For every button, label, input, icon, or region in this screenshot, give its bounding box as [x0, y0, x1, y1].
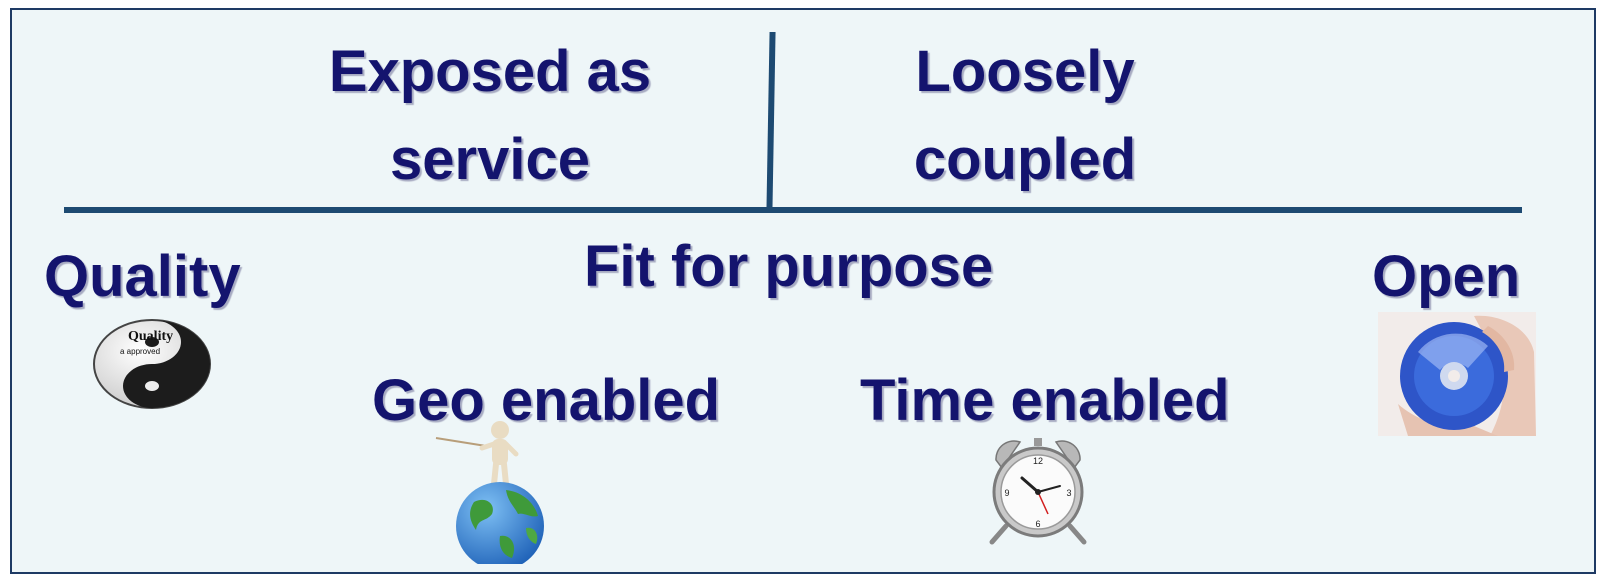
- geo-enabled-label: Geo enabled: [372, 368, 721, 433]
- horizontal-divider: [64, 207, 1522, 213]
- exposed-as-service-label: Exposed as service: [328, 39, 652, 192]
- figure-on-globe-icon: [435, 421, 544, 564]
- svg-text:12: 12: [1033, 456, 1043, 466]
- quality-label: Quality: [44, 244, 241, 309]
- svg-text:3: 3: [1066, 488, 1071, 498]
- svg-text:9: 9: [1004, 488, 1009, 498]
- yin-yang-quality-seal-icon: Quality a approved: [93, 319, 211, 409]
- seal-title-text: Quality: [128, 329, 173, 344]
- open-label: Open: [1372, 244, 1521, 309]
- alarm-clock-icon: 12 3 6 9: [989, 438, 1087, 545]
- loosely-coupled-label: Loosely coupled: [913, 39, 1137, 192]
- fit-for-purpose-label: Fit for purpose: [584, 234, 994, 299]
- hand-holding-disc-icon: [1378, 312, 1536, 436]
- slide-frame: [10, 8, 1596, 574]
- svg-text:6: 6: [1035, 519, 1040, 529]
- time-enabled-label: Time enabled: [860, 368, 1230, 433]
- seal-sub-text: a approved: [120, 347, 160, 356]
